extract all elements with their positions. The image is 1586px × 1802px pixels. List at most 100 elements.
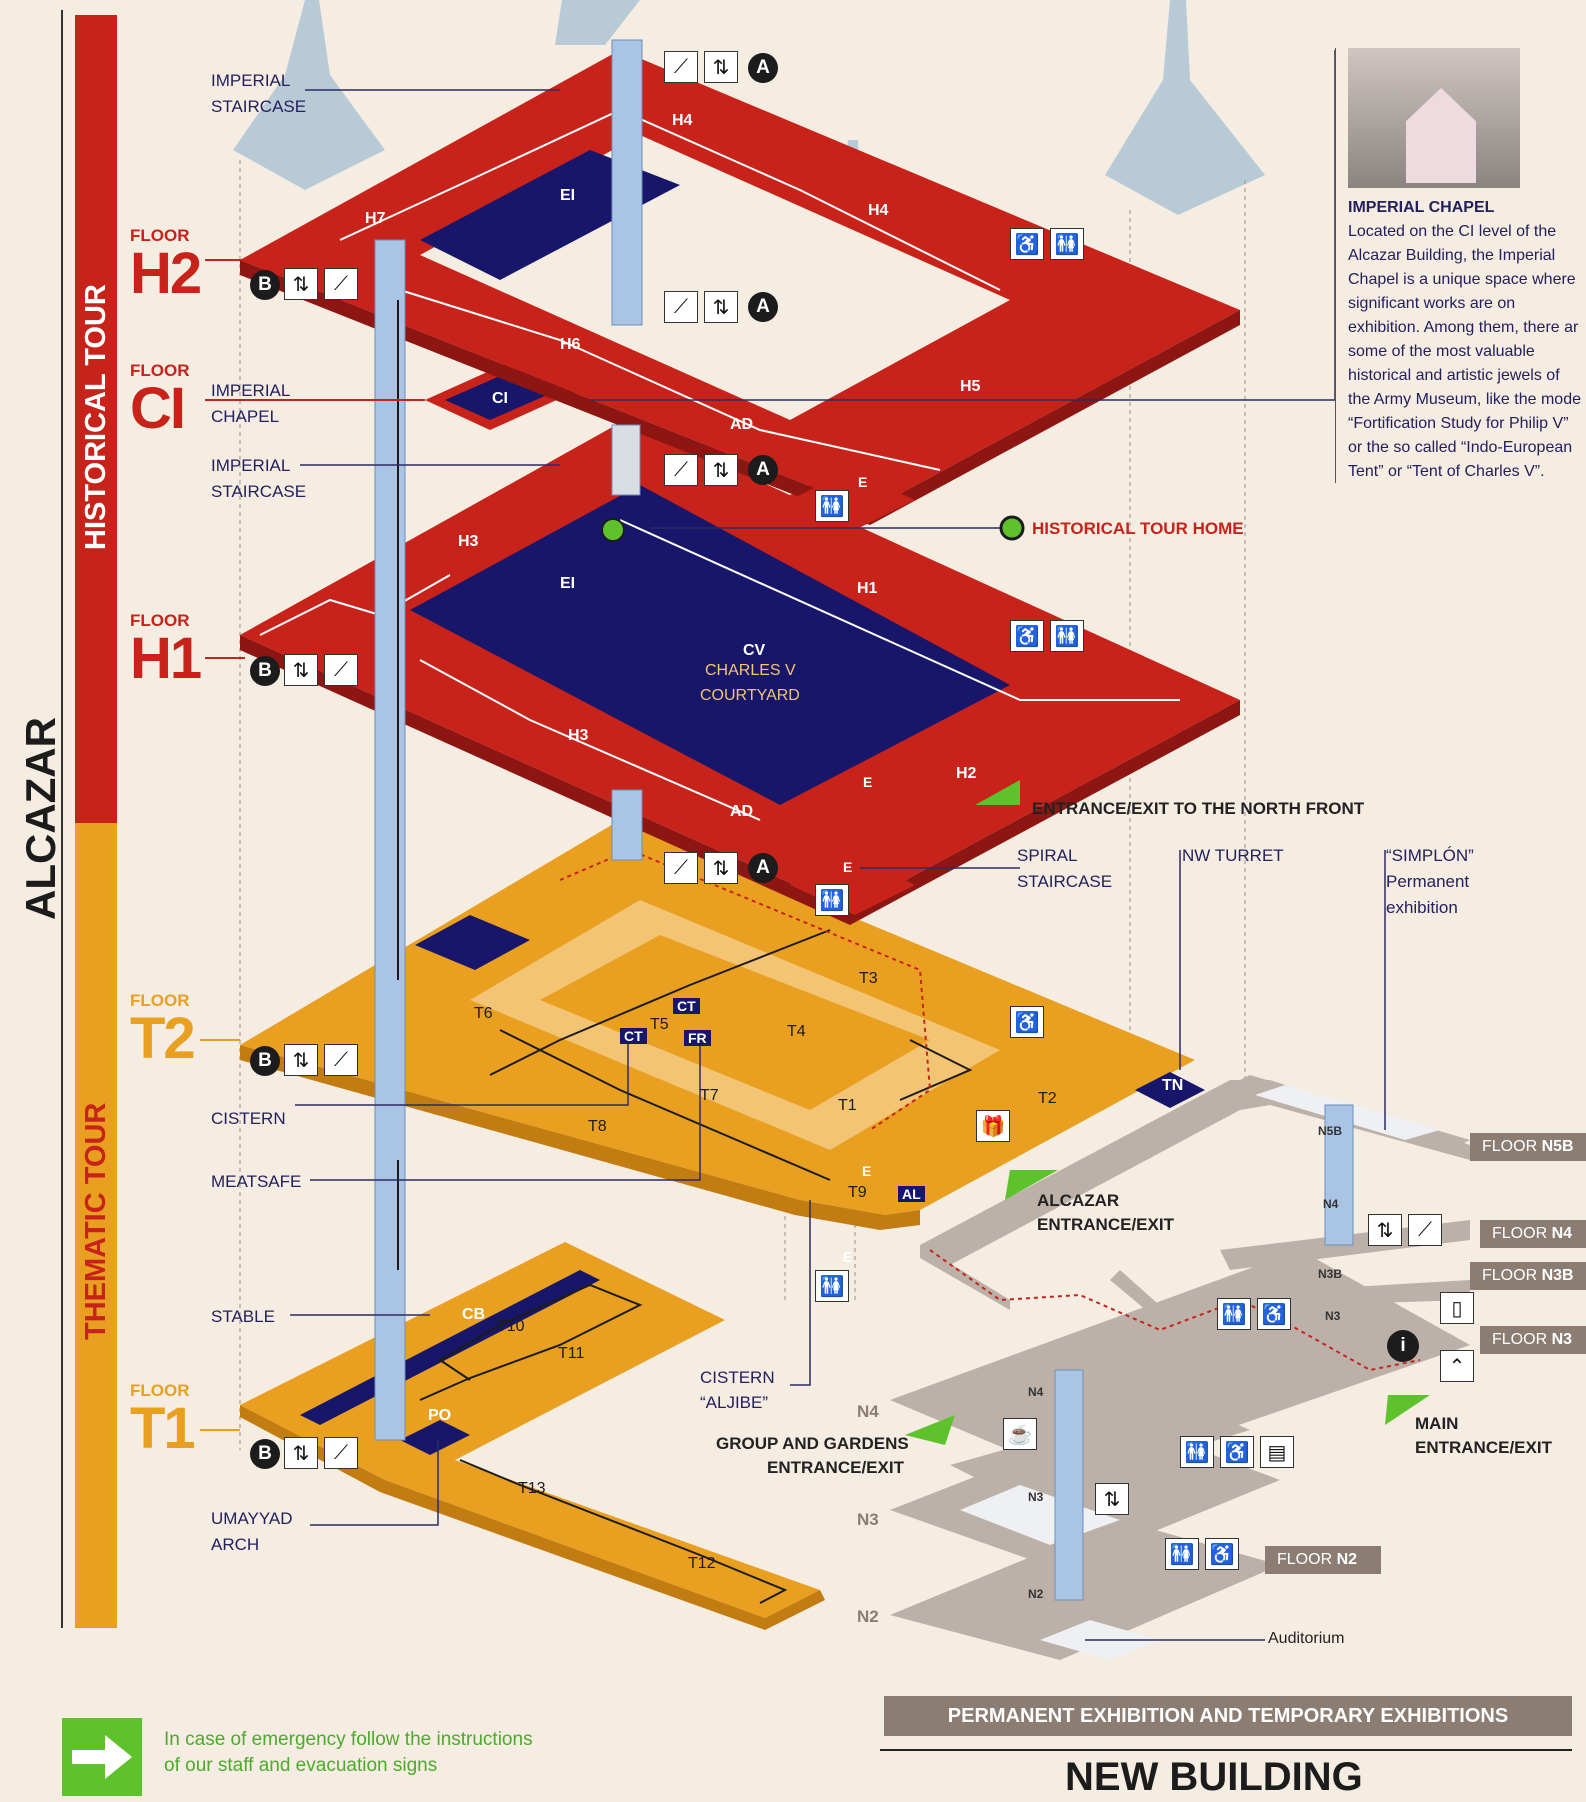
room-t12[interactable]: T12 [688,1555,716,1572]
accessible-wc-icon[interactable]: ♿ [1010,1006,1044,1038]
restroom-icon[interactable]: 🚻 [815,1270,849,1302]
lift-icon[interactable]: ⇅ [1368,1214,1402,1246]
room-t13[interactable]: T13 [518,1480,546,1497]
accessible-wc-icon[interactable]: ♿ [1220,1436,1254,1468]
room-t9[interactable]: T9 [848,1184,867,1201]
new-building-title: NEW BUILDING [1065,1755,1363,1799]
room-ct-b[interactable]: CT [620,1028,647,1044]
floor-n4-tag[interactable]: FLOOR N4 [1480,1220,1586,1248]
imperial-chapel-line1: IMPERIAL [211,381,291,400]
exit-e-5[interactable]: E [843,1249,853,1265]
stairs-icon[interactable]: ⟋ [324,268,358,300]
room-ct-a[interactable]: CT [673,998,700,1014]
room-t3[interactable]: T3 [859,970,878,987]
room-t4[interactable]: T4 [787,1023,806,1040]
stairs-icon[interactable]: ⟋ [664,51,698,83]
floor-n3b-tag[interactable]: FLOOR N3B [1470,1262,1586,1290]
room-cv-code[interactable]: CV [743,642,766,659]
lift-icon[interactable]: ⇅ [1095,1483,1129,1515]
stairs-icon[interactable]: ⟋ [664,852,698,884]
emergency-line2: of our staff and evacuation signs [164,1755,438,1776]
room-t8[interactable]: T8 [588,1118,607,1135]
lift-icon[interactable]: ⇅ [704,51,738,83]
room-h3-b[interactable]: H3 [568,727,589,744]
gift-shop-icon[interactable]: 🎁 [976,1110,1010,1142]
floor-t1-label: FLOOR [130,1381,190,1400]
lift-icon[interactable]: ⇅ [284,654,318,686]
room-t10[interactable]: T10 [497,1318,525,1335]
information-icon[interactable]: i [1387,1330,1419,1362]
room-t11[interactable]: T11 [558,1345,585,1362]
lift-icon[interactable]: ⇅ [284,268,318,300]
room-tn[interactable]: TN [1162,1077,1184,1094]
room-h7[interactable]: H7 [365,210,386,227]
lift-icon[interactable]: ⇅ [284,1044,318,1076]
exit-e-1[interactable]: E [858,474,868,490]
floor-tag-prefix: FLOOR [1277,1551,1333,1568]
cafe-icon[interactable]: ☕ [1003,1418,1037,1450]
room-t7[interactable]: T7 [700,1087,719,1104]
stairs-icon[interactable]: ⟋ [324,1044,358,1076]
floor-ci-code[interactable]: CI [130,376,186,441]
room-ci[interactable]: CI [492,390,508,407]
floor-h2-code[interactable]: H2 [130,241,202,306]
room-h1[interactable]: H1 [857,580,878,597]
locker-icon[interactable]: ▤ [1260,1436,1294,1468]
lift-icon[interactable]: ⇅ [704,852,738,884]
cloakroom-icon[interactable]: ⌃ [1440,1350,1474,1382]
room-h3-a[interactable]: H3 [458,533,479,550]
room-t1[interactable]: T1 [838,1097,857,1114]
lift-icon[interactable]: ⇅ [704,454,738,486]
floor-tag-code: N2 [1336,1551,1358,1568]
exit-e-2[interactable]: E [863,774,873,790]
guide-icon[interactable]: ▯ [1440,1292,1474,1324]
floor-t2-code[interactable]: T2 [130,1006,196,1071]
room-h4-b[interactable]: H4 [868,202,889,219]
floor-n3-tag[interactable]: FLOOR N3 [1480,1326,1586,1354]
restroom-icon[interactable]: 🚻 [1050,228,1084,260]
room-al[interactable]: AL [898,1186,925,1202]
accessible-wc-icon[interactable]: ♿ [1257,1298,1291,1330]
floor-n2-tag[interactable]: FLOOR N2 [1265,1546,1381,1574]
floor-h1-code[interactable]: H1 [130,626,202,691]
lift-icon[interactable]: ⇅ [704,291,738,323]
floor-tag-code: N3 [1551,1331,1573,1348]
room-t6[interactable]: T6 [474,1005,493,1022]
restroom-icon[interactable]: 🚻 [1180,1436,1214,1468]
floor-ci-label: FLOOR [130,361,190,380]
room-h6[interactable]: H6 [560,336,581,353]
stairs-icon[interactable]: ⟋ [664,291,698,323]
exit-e-4[interactable]: E [862,1163,872,1179]
accessible-wc-icon[interactable]: ♿ [1205,1538,1239,1570]
room-cb[interactable]: CB [462,1306,486,1323]
lift-icon[interactable]: ⇅ [284,1437,318,1469]
restroom-icon[interactable]: 🚻 [815,490,849,522]
room-ad-bottom[interactable]: AD [730,803,754,820]
restroom-icon[interactable]: 🚻 [1165,1538,1199,1570]
cistern-label: CISTERN [211,1109,286,1128]
room-ei-h1[interactable]: EI [560,575,576,592]
room-t5[interactable]: T5 [650,1016,669,1033]
stairs-icon[interactable]: ⟋ [324,654,358,686]
floor-tag-prefix: FLOOR [1482,1267,1538,1284]
floor-n5b-tag[interactable]: FLOOR N5B [1470,1133,1586,1161]
stairs-icon[interactable]: ⟋ [1408,1214,1442,1246]
room-ad-top[interactable]: AD [730,416,754,433]
exit-e-3[interactable]: E [843,859,853,875]
restroom-icon[interactable]: 🚻 [815,884,849,916]
lift-a-marker-ci: A [748,292,778,322]
room-ei-h2[interactable]: EI [560,187,576,204]
room-h2[interactable]: H2 [956,765,977,782]
restroom-icon[interactable]: 🚻 [1050,620,1084,652]
restroom-icon[interactable]: 🚻 [1217,1298,1251,1330]
accessible-wc-icon[interactable]: ♿ [1010,228,1044,260]
room-t2[interactable]: T2 [1038,1090,1057,1107]
room-po[interactable]: PO [428,1407,452,1424]
accessible-wc-icon[interactable]: ♿ [1010,620,1044,652]
room-fr[interactable]: FR [684,1030,711,1046]
floor-t1-code[interactable]: T1 [130,1396,196,1461]
stairs-icon[interactable]: ⟋ [324,1437,358,1469]
stairs-icon[interactable]: ⟋ [664,454,698,486]
room-h4-a[interactable]: H4 [672,112,693,129]
room-h5[interactable]: H5 [960,378,981,395]
